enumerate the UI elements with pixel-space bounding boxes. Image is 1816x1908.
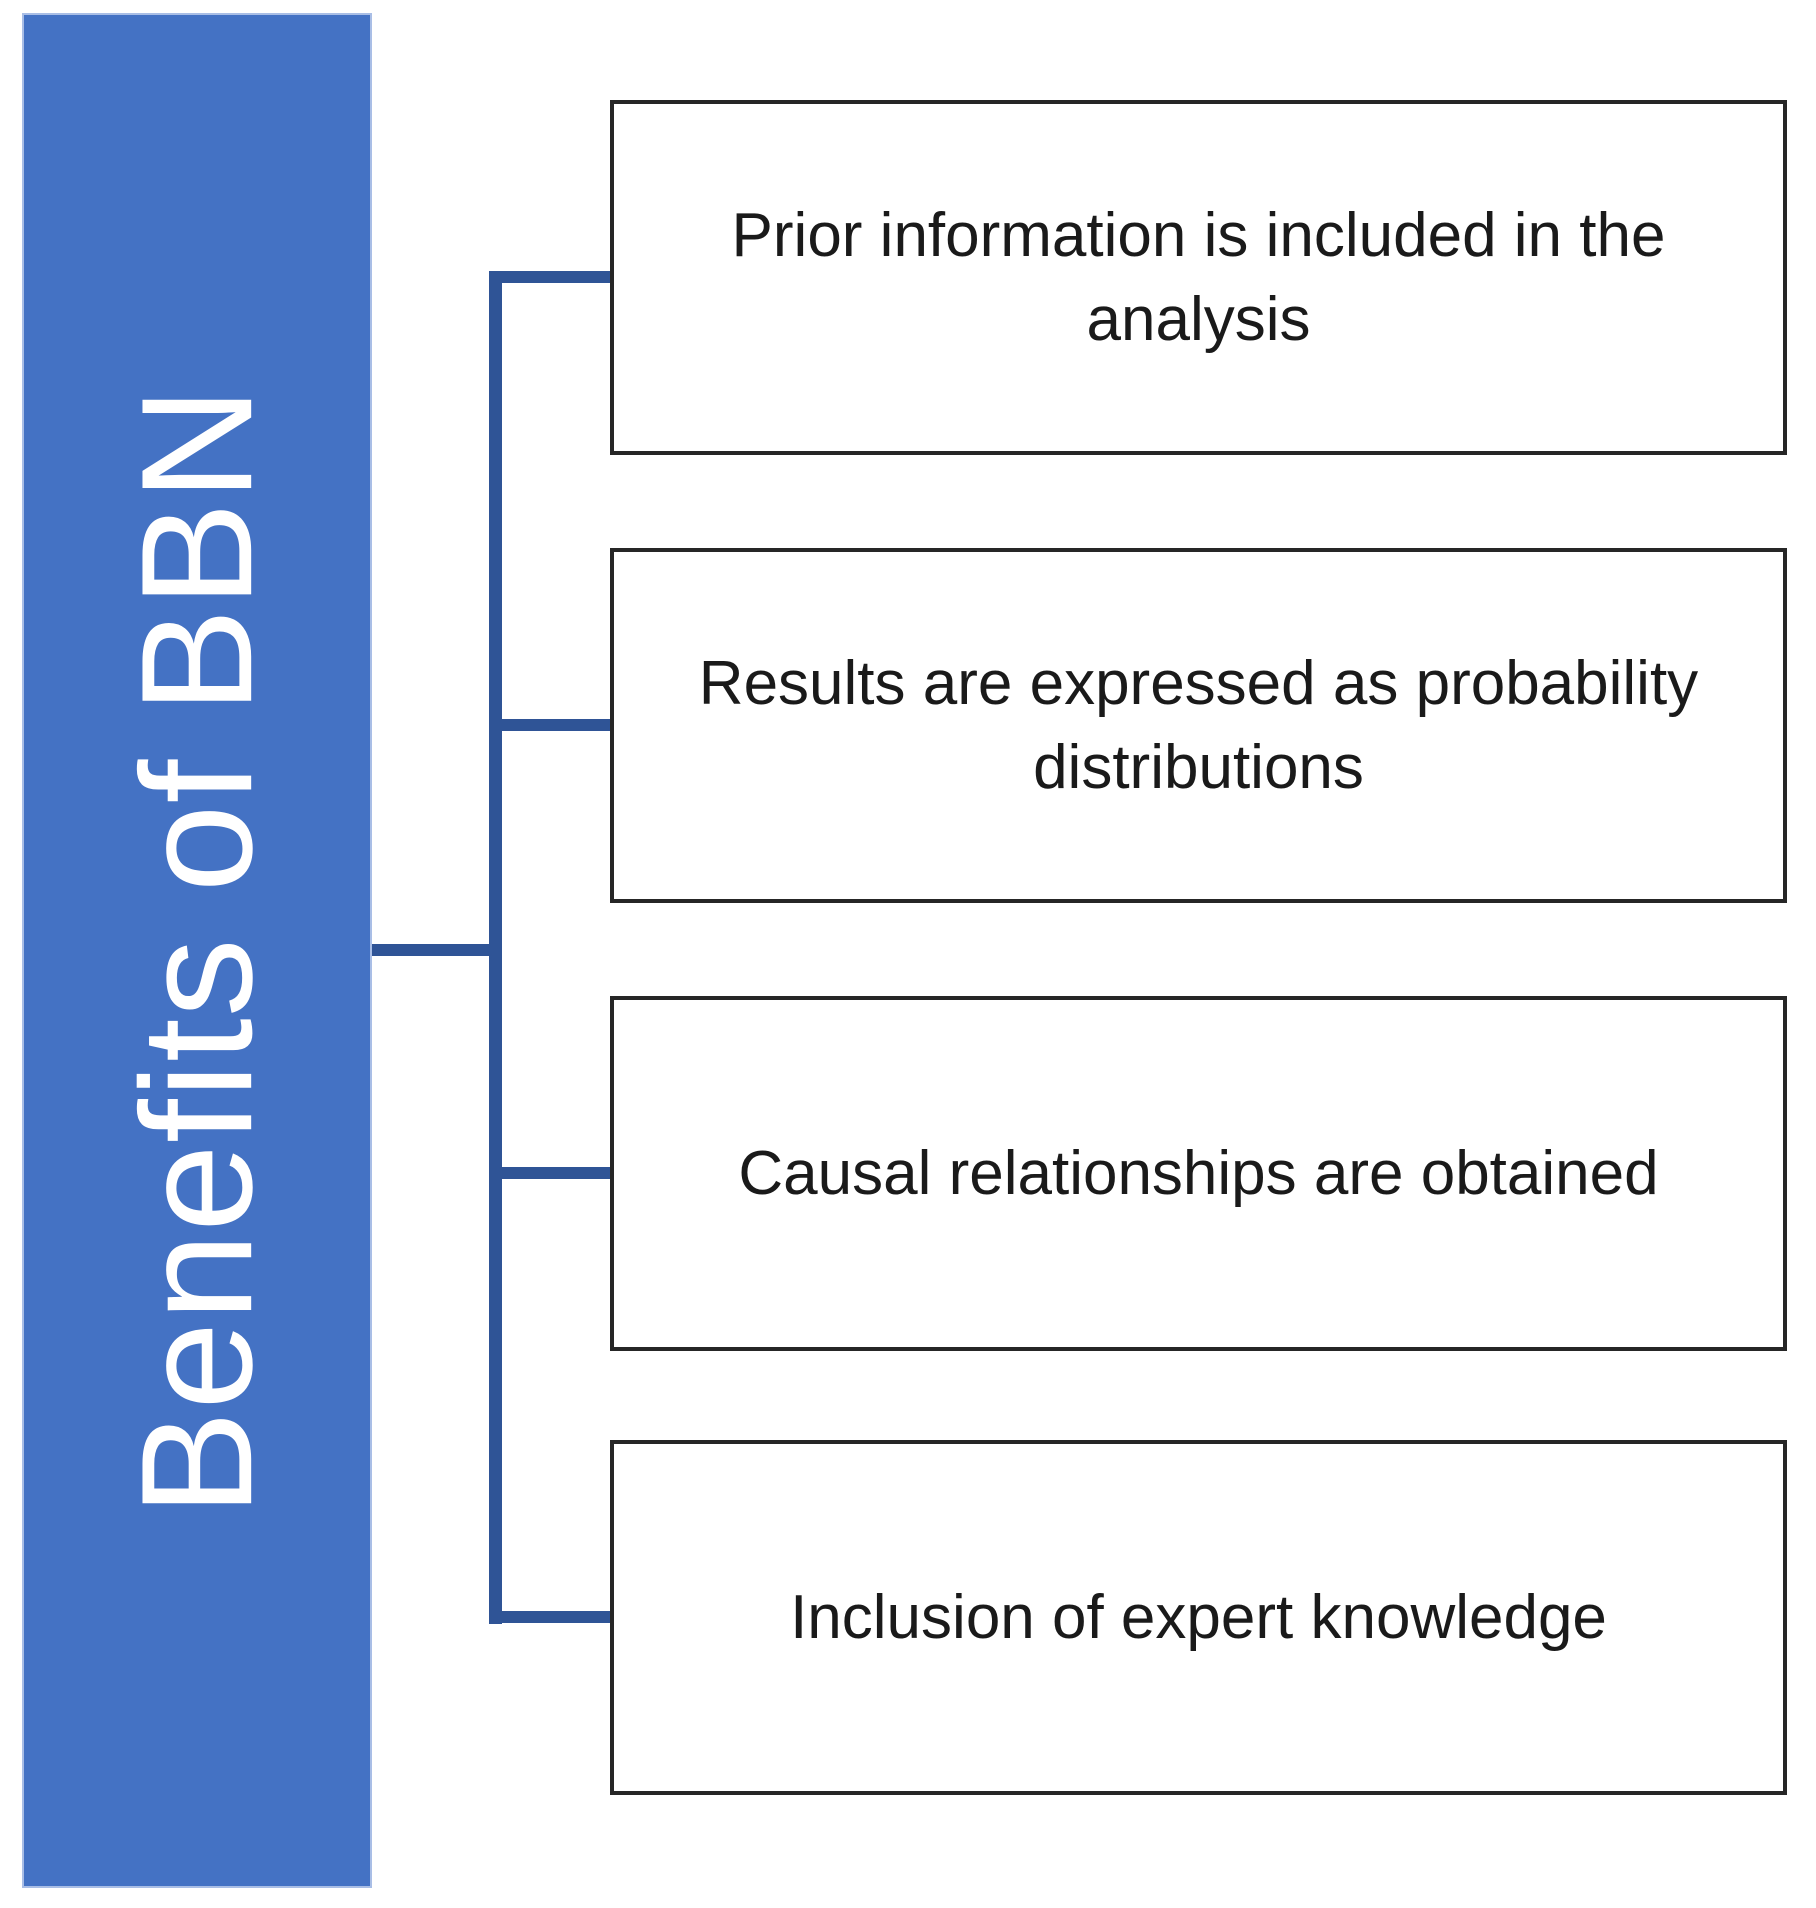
- diagram-title: Benefits of BBN: [109, 385, 285, 1516]
- benefit-box-expert-knowledge: Inclusion of expert knowledge: [610, 1440, 1787, 1795]
- connector-branch-2: [489, 719, 610, 731]
- benefit-label: Results are expressed as probability dis…: [698, 648, 1699, 802]
- benefit-label: Prior information is included in the ana…: [731, 200, 1666, 354]
- connector-branch-1: [489, 271, 610, 283]
- benefit-box-probability-distributions: Results are expressed as probability dis…: [610, 548, 1787, 903]
- connector-branch-3: [489, 1167, 610, 1179]
- benefit-label: Causal relationships are obtained: [738, 1138, 1659, 1208]
- benefit-box-prior-information: Prior information is included in the ana…: [610, 100, 1787, 455]
- benefit-box-causal-relationships: Causal relationships are obtained: [610, 996, 1787, 1351]
- benefit-label: Inclusion of expert knowledge: [790, 1582, 1607, 1652]
- connector-bar-to-trunk: [372, 944, 490, 956]
- connector-trunk: [489, 271, 502, 1624]
- connector-branch-4: [489, 1611, 610, 1623]
- category-bar: Benefits of BBN: [22, 13, 372, 1888]
